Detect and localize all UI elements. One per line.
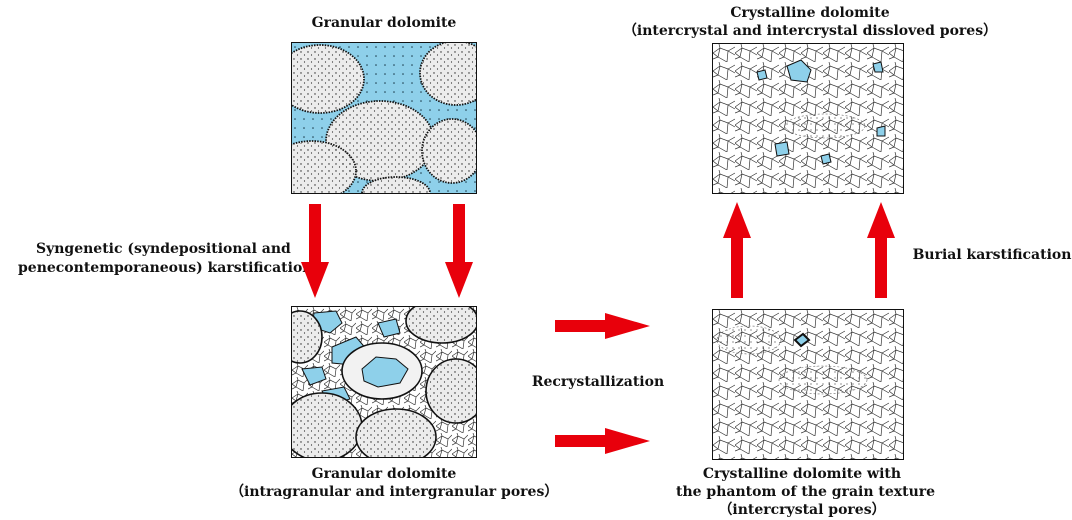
dissolved-pore [774, 141, 790, 157]
intragranular-pore [361, 356, 409, 388]
dissolved-pore [876, 125, 886, 137]
arrow-recrystallization-top [555, 313, 650, 339]
arrow-down-right [445, 204, 473, 298]
top-left-title: Granular dolomite [311, 15, 457, 31]
panel-crystalline-dolomite-top [712, 43, 904, 194]
middle-process-label: Recrystallization [531, 374, 665, 390]
left-process-line1: Syngenetic (syndepositional and [36, 241, 291, 257]
phantom-grain [778, 365, 868, 395]
panel-crystalline-dolomite-phantom [712, 309, 904, 460]
arrow-up-right [867, 202, 895, 298]
top-right-title-line2: （intercrystal and intercrystal dissloved… [622, 23, 998, 39]
bottom-right-title-line1: Crystalline dolomite with [702, 466, 902, 482]
intercrystal-pore [793, 332, 811, 348]
arrow-up-left [723, 202, 751, 298]
bottom-right-title-line2: the phantom of the grain texture [676, 484, 936, 500]
panel-granular-dolomite-pores [291, 306, 477, 458]
intergranular-pore [301, 366, 327, 386]
left-process-line2: penecontemporaneous) karstification [18, 260, 313, 276]
dissolved-pore [756, 69, 768, 81]
phantom-grain [716, 325, 782, 355]
intergranular-pore [377, 318, 401, 338]
top-right-title-line1: Crystalline dolomite [730, 5, 890, 21]
panel-granular-dolomite-top [291, 42, 477, 194]
dissolved-pore [786, 59, 812, 83]
arrow-down-left [301, 204, 329, 298]
bottom-right-title-line3: （intercrystal pores） [718, 502, 886, 518]
bottom-left-title-line1: Granular dolomite [311, 466, 457, 482]
dissolved-pore [872, 61, 884, 73]
arrow-recrystallization-bottom [555, 428, 650, 454]
bottom-left-title-line2: （intragranular and intergranular pores） [230, 484, 559, 500]
dissolved-pore [820, 153, 832, 165]
right-process-label: Burial karstification [912, 247, 1072, 263]
